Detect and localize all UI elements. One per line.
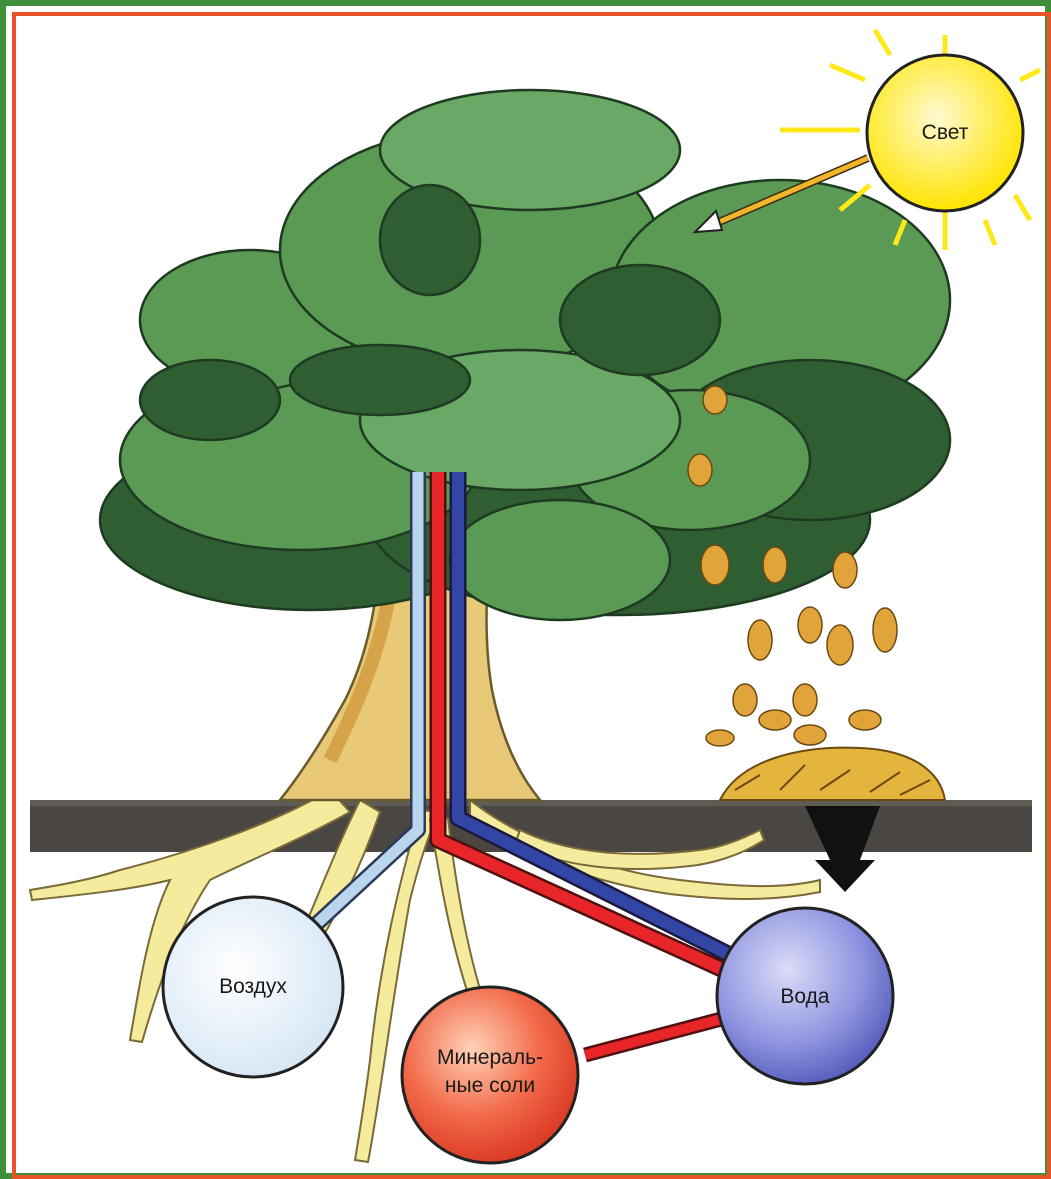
tree-crown bbox=[100, 90, 950, 620]
leaf-litter-pile bbox=[720, 748, 945, 800]
light-label: Свет bbox=[922, 121, 969, 144]
minerals-label-line1: Минераль- bbox=[437, 1046, 543, 1069]
air-label: Воздух bbox=[219, 975, 287, 998]
water-label: Вода bbox=[780, 985, 829, 1008]
minerals-label-line2: ные соли bbox=[445, 1074, 535, 1097]
